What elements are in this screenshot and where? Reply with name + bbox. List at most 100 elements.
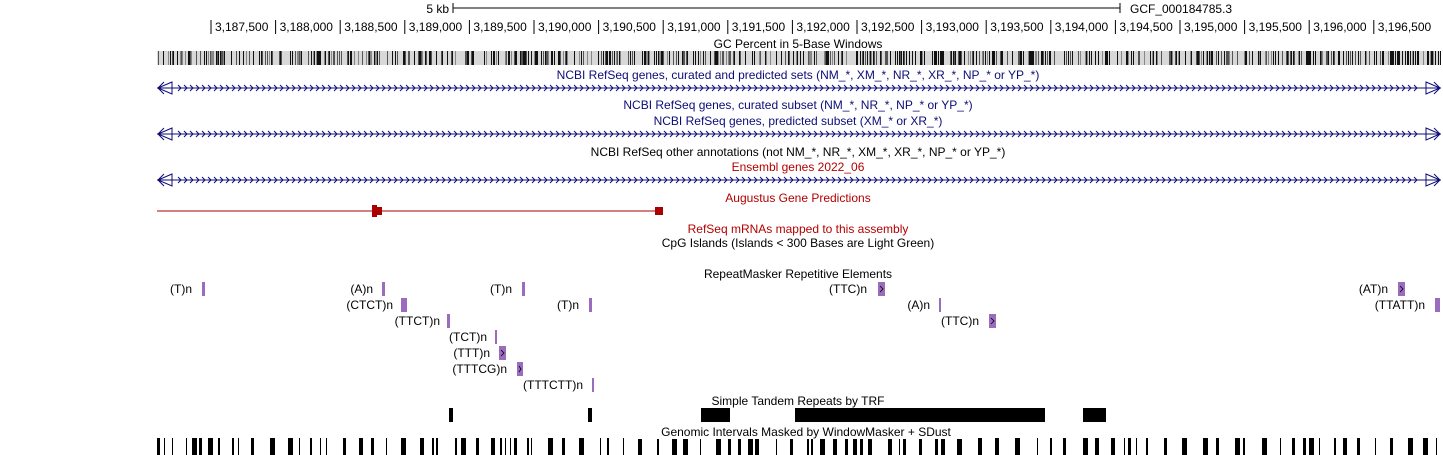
- repeat-element[interactable]: (AT)n: [1359, 282, 1405, 296]
- gc-percent-bars: [157, 51, 1441, 65]
- augustus-track[interactable]: Augustus Gene Predictions: [157, 191, 871, 217]
- masked-interval: [1375, 438, 1376, 455]
- masked-interval: [1280, 438, 1281, 455]
- ruler-tick-label: 3,191,500: [732, 20, 786, 34]
- masked-interval: [716, 438, 721, 455]
- trf-repeat[interactable]: [449, 408, 453, 422]
- repeat-element[interactable]: (TTATT)n: [1375, 298, 1440, 312]
- gene-strand-chevrons: [177, 84, 1418, 92]
- masked-interval: [386, 438, 387, 455]
- masked-interval: [1063, 438, 1066, 455]
- masked-interval: [683, 438, 688, 455]
- ruler-tick-label: 3,190,000: [538, 20, 592, 34]
- masked-interval: [845, 438, 848, 455]
- cpg-islands-title: CpG Islands (Islands < 300 Bases are Lig…: [662, 236, 934, 250]
- masked-interval: [1292, 438, 1295, 455]
- repeat-element[interactable]: (CTCT)n: [346, 298, 407, 312]
- ruler-tick-label: 3,195,500: [1249, 20, 1303, 34]
- trf-title: Simple Tandem Repeats by TRF: [712, 394, 885, 408]
- masked-interval: [461, 438, 466, 455]
- masked-interval: [755, 438, 759, 455]
- masked-interval: [1216, 438, 1219, 455]
- refseq-predicted-gene[interactable]: [156, 127, 1442, 141]
- trf-repeat[interactable]: [701, 408, 730, 422]
- windowmasker-bars: [157, 438, 1437, 455]
- masked-interval: [807, 438, 809, 455]
- repeat-element[interactable]: (TTTCTT)n: [523, 378, 594, 392]
- repeat-element[interactable]: (TCT)n: [449, 330, 497, 344]
- ensembl-track[interactable]: Ensembl genes 2022_06: [156, 160, 1442, 187]
- windowmasker-title-background: [636, 425, 976, 439]
- repeat-label: (TTC)n: [829, 282, 867, 296]
- repeat-element[interactable]: (T)n: [490, 282, 525, 296]
- repeat-element[interactable]: (T)n: [557, 298, 592, 312]
- ruler-tick-label: 3,192,000: [796, 20, 850, 34]
- trf-repeat[interactable]: [588, 408, 592, 422]
- masked-interval: [1111, 438, 1115, 455]
- repeat-element[interactable]: (A)n: [907, 298, 941, 312]
- masked-interval: [199, 438, 202, 455]
- masked-interval: [186, 438, 187, 455]
- masked-interval: [1128, 438, 1131, 455]
- masked-interval: [1357, 438, 1360, 455]
- masked-interval: [1243, 438, 1245, 455]
- masked-interval: [232, 438, 234, 455]
- repeat-element[interactable]: (T)n: [170, 282, 205, 296]
- trf-track[interactable]: Simple Tandem Repeats by TRF: [449, 394, 1106, 422]
- masked-interval: [1235, 438, 1240, 455]
- windowmasker-track[interactable]: Genomic Intervals Masked by WindowMasker…: [157, 425, 1437, 455]
- masked-interval: [1319, 438, 1320, 455]
- ensembl-title: Ensembl genes 2022_06: [732, 160, 865, 174]
- repeatmasker-items[interactable]: (T)n(A)n(T)n(TTC)n(AT)n(CTCT)n(T)n(A)n(T…: [170, 282, 1440, 392]
- masked-interval: [860, 438, 863, 455]
- refseq-other-track[interactable]: NCBI RefSeq other annotations (not NM_*,…: [591, 145, 1006, 159]
- cpg-islands-track[interactable]: CpG Islands (Islands < 300 Bases are Lig…: [662, 236, 934, 250]
- trf-repeat[interactable]: [1083, 408, 1106, 422]
- masked-interval: [527, 438, 529, 455]
- masked-interval: [919, 438, 922, 455]
- repeat-block: [878, 282, 885, 296]
- gene-right-arrow: [1425, 81, 1442, 95]
- repeat-label: (TTC)n: [941, 314, 979, 328]
- trf-repeat[interactable]: [795, 408, 1045, 422]
- repeat-element[interactable]: (TTCT)n: [395, 314, 450, 328]
- ruler-tick-label: 3,194,000: [1055, 20, 1109, 34]
- refseq-other-title: NCBI RefSeq other annotations (not NM_*,…: [591, 145, 1006, 159]
- ruler-tick-label: 3,187,500: [215, 20, 269, 34]
- repeat-label: (T)n: [557, 298, 579, 312]
- masked-interval: [500, 438, 502, 455]
- repeat-element[interactable]: (A)n: [350, 282, 385, 296]
- refseq-predicted-track[interactable]: NCBI RefSeq genes, predicted subset (XM_…: [156, 114, 1442, 141]
- masked-interval: [995, 438, 999, 455]
- masked-interval: [833, 438, 837, 455]
- masked-interval: [432, 438, 434, 455]
- augustus-gene[interactable]: [157, 205, 663, 217]
- masked-interval: [401, 438, 406, 455]
- refseq-curated-track[interactable]: NCBI RefSeq genes, curated subset (NM_*,…: [623, 98, 972, 112]
- repeat-label: (A)n: [350, 282, 373, 296]
- trf-items[interactable]: [449, 408, 1106, 422]
- masked-interval: [700, 438, 701, 455]
- repeat-label: (AT)n: [1359, 282, 1388, 296]
- gene-strand-chevrons: [177, 130, 1418, 138]
- repeat-element[interactable]: (TTC)n: [941, 314, 996, 328]
- ensembl-gene[interactable]: [156, 173, 1442, 187]
- repeat-element[interactable]: (TTTCG)n: [452, 362, 523, 376]
- repeatmasker-track[interactable]: RepeatMasker Repetitive Elements (T)n(A)…: [170, 267, 1440, 392]
- masked-interval: [157, 438, 160, 455]
- ruler-tick-label: 3,188,000: [280, 20, 334, 34]
- repeat-block: [517, 362, 523, 376]
- repeat-label: (TTT)n: [453, 346, 490, 360]
- refseq-all-track[interactable]: NCBI RefSeq genes, curated and predicted…: [156, 68, 1442, 95]
- ruler-tick-label: 3,196,500: [1378, 20, 1432, 34]
- masked-interval: [251, 438, 254, 455]
- refseq-mrnas-track[interactable]: RefSeq mRNAs mapped to this assembly: [688, 222, 909, 236]
- masked-interval: [476, 438, 479, 455]
- refseq-all-gene[interactable]: [156, 81, 1442, 95]
- repeat-block: [589, 298, 592, 312]
- repeat-element[interactable]: (TTT)n: [453, 346, 506, 360]
- gc-percent-track[interactable]: GC Percent in 5-Base Windows: [157, 37, 1441, 65]
- repeat-element[interactable]: (TTC)n: [829, 282, 885, 296]
